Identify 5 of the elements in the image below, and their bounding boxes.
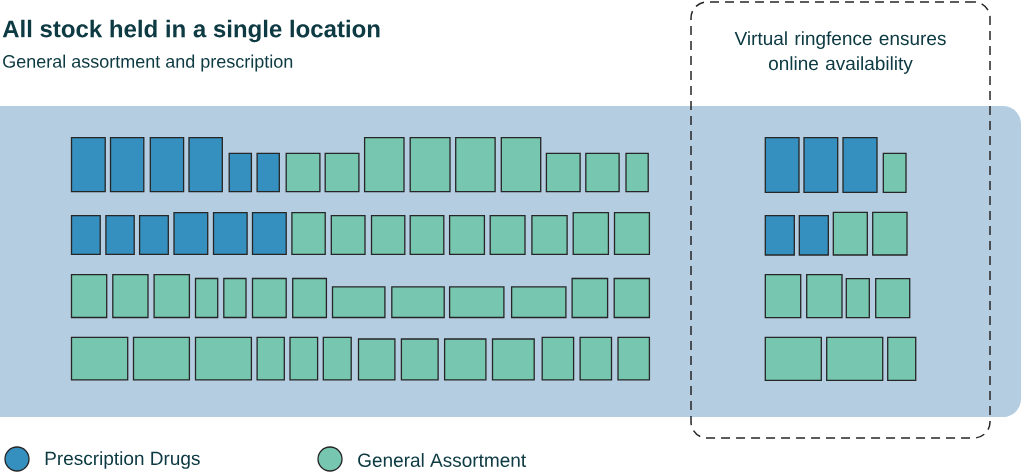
title: All stock held in a single location	[2, 19, 380, 43]
legend-label: General Assortment	[358, 453, 526, 467]
ringfence-box: Virtual ringfence ensures online availability	[690, 1, 991, 439]
subtitle: General assortment and prescription	[3, 54, 293, 72]
legend-label: Prescription Drugs	[45, 451, 200, 469]
